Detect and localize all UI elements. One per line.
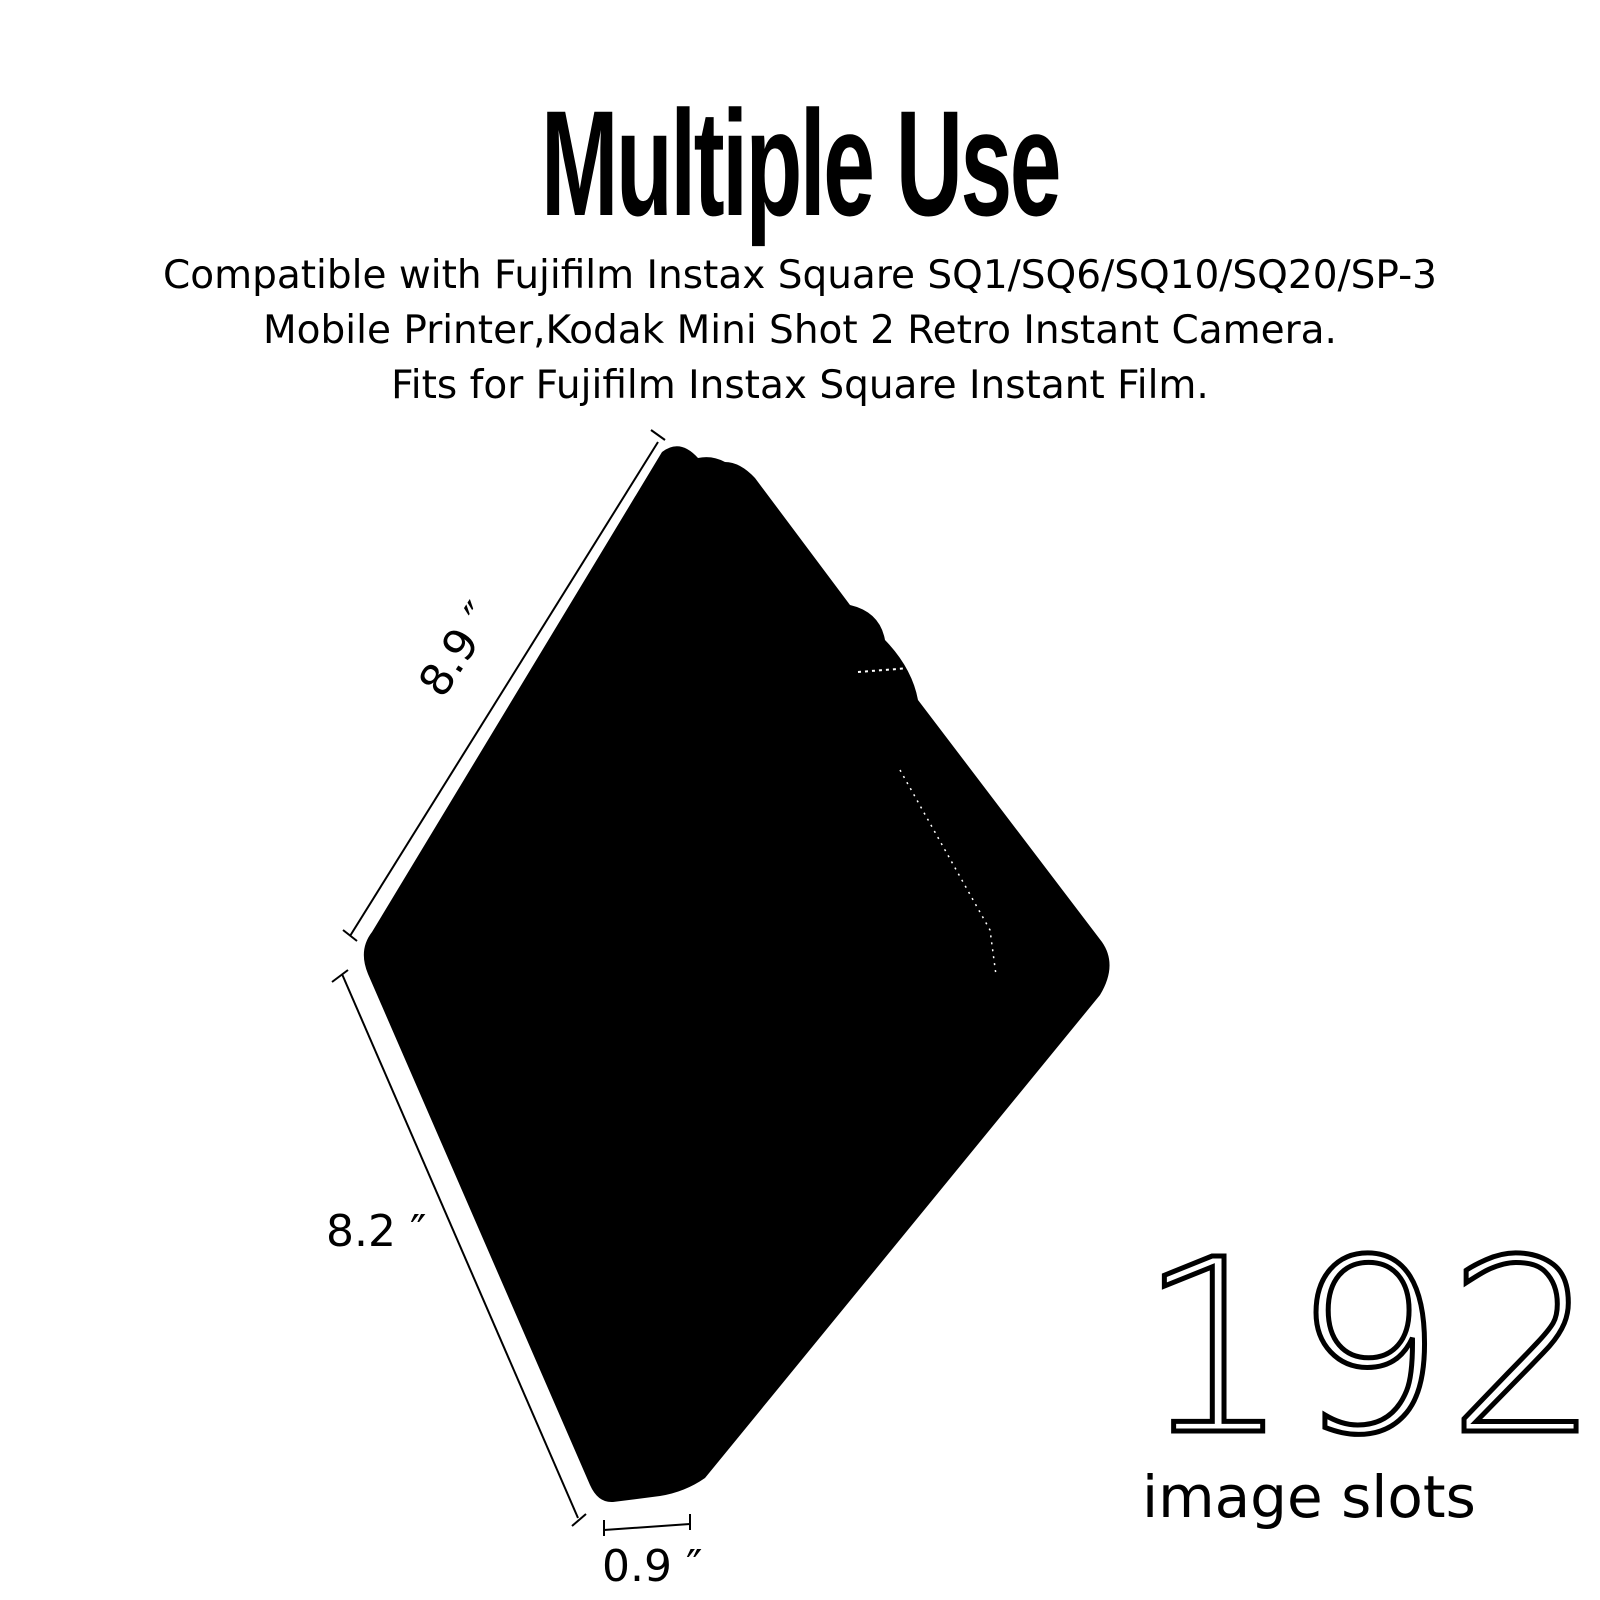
pocket-stitch xyxy=(899,769,997,976)
slot-count-number: 192 xyxy=(1135,1208,1600,1488)
description-line-3: Fits for Fujifilm Instax Square Instant … xyxy=(391,363,1209,408)
width-dimension-line xyxy=(331,969,587,1527)
page-title: Multiple Use xyxy=(541,79,1061,247)
description-line-2: Mobile Printer,Kodak Mini Shot 2 Retro I… xyxy=(263,308,1337,353)
description-line-1: Compatible with Fujifilm Instax Square S… xyxy=(163,253,1437,298)
width-dimension-label: 8.2 ″ xyxy=(326,1206,427,1257)
thickness-dimension-line xyxy=(603,1514,691,1536)
album-silhouette xyxy=(363,446,1110,1503)
clasp-stitch xyxy=(857,667,911,673)
compatibility-description: Compatible with Fujifilm Instax Square S… xyxy=(100,248,1500,413)
slot-count-label: image slots xyxy=(1142,1463,1476,1531)
height-dimension-line xyxy=(342,429,666,942)
slot-count-badge: 192 xyxy=(1135,1226,1600,1471)
thickness-dimension-label: 0.9 ″ xyxy=(602,1541,703,1592)
